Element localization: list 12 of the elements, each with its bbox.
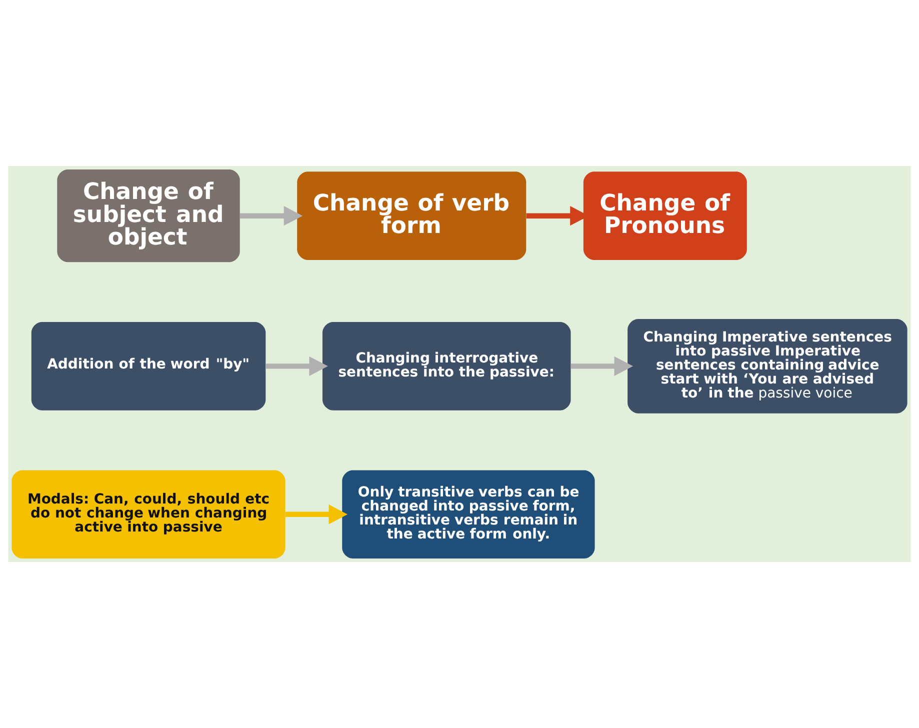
arrow [240, 206, 303, 226]
node-box: Modals: Can, could, should etc do not change when changing active into passive [12, 470, 286, 558]
node-box: Changing interrogative sentences into the passive: [322, 322, 571, 410]
node-box: Changing Imperative sentences into passive Imperative sentences containing advice start with ‘You are advised to’ in the passive voice [628, 318, 908, 414]
node-box: Change of Pronouns [583, 172, 747, 260]
node-box: Change of verb form [297, 172, 526, 260]
node-box: Addition of the word "by" [31, 322, 266, 410]
arrow [285, 504, 348, 524]
node-box: Only transitive verbs can be changed into passive form, intransitive verbs remain in the active form only. [342, 470, 595, 558]
arrow [266, 356, 328, 376]
node-box: Change of subject and object [57, 170, 240, 262]
arrow [570, 356, 634, 376]
